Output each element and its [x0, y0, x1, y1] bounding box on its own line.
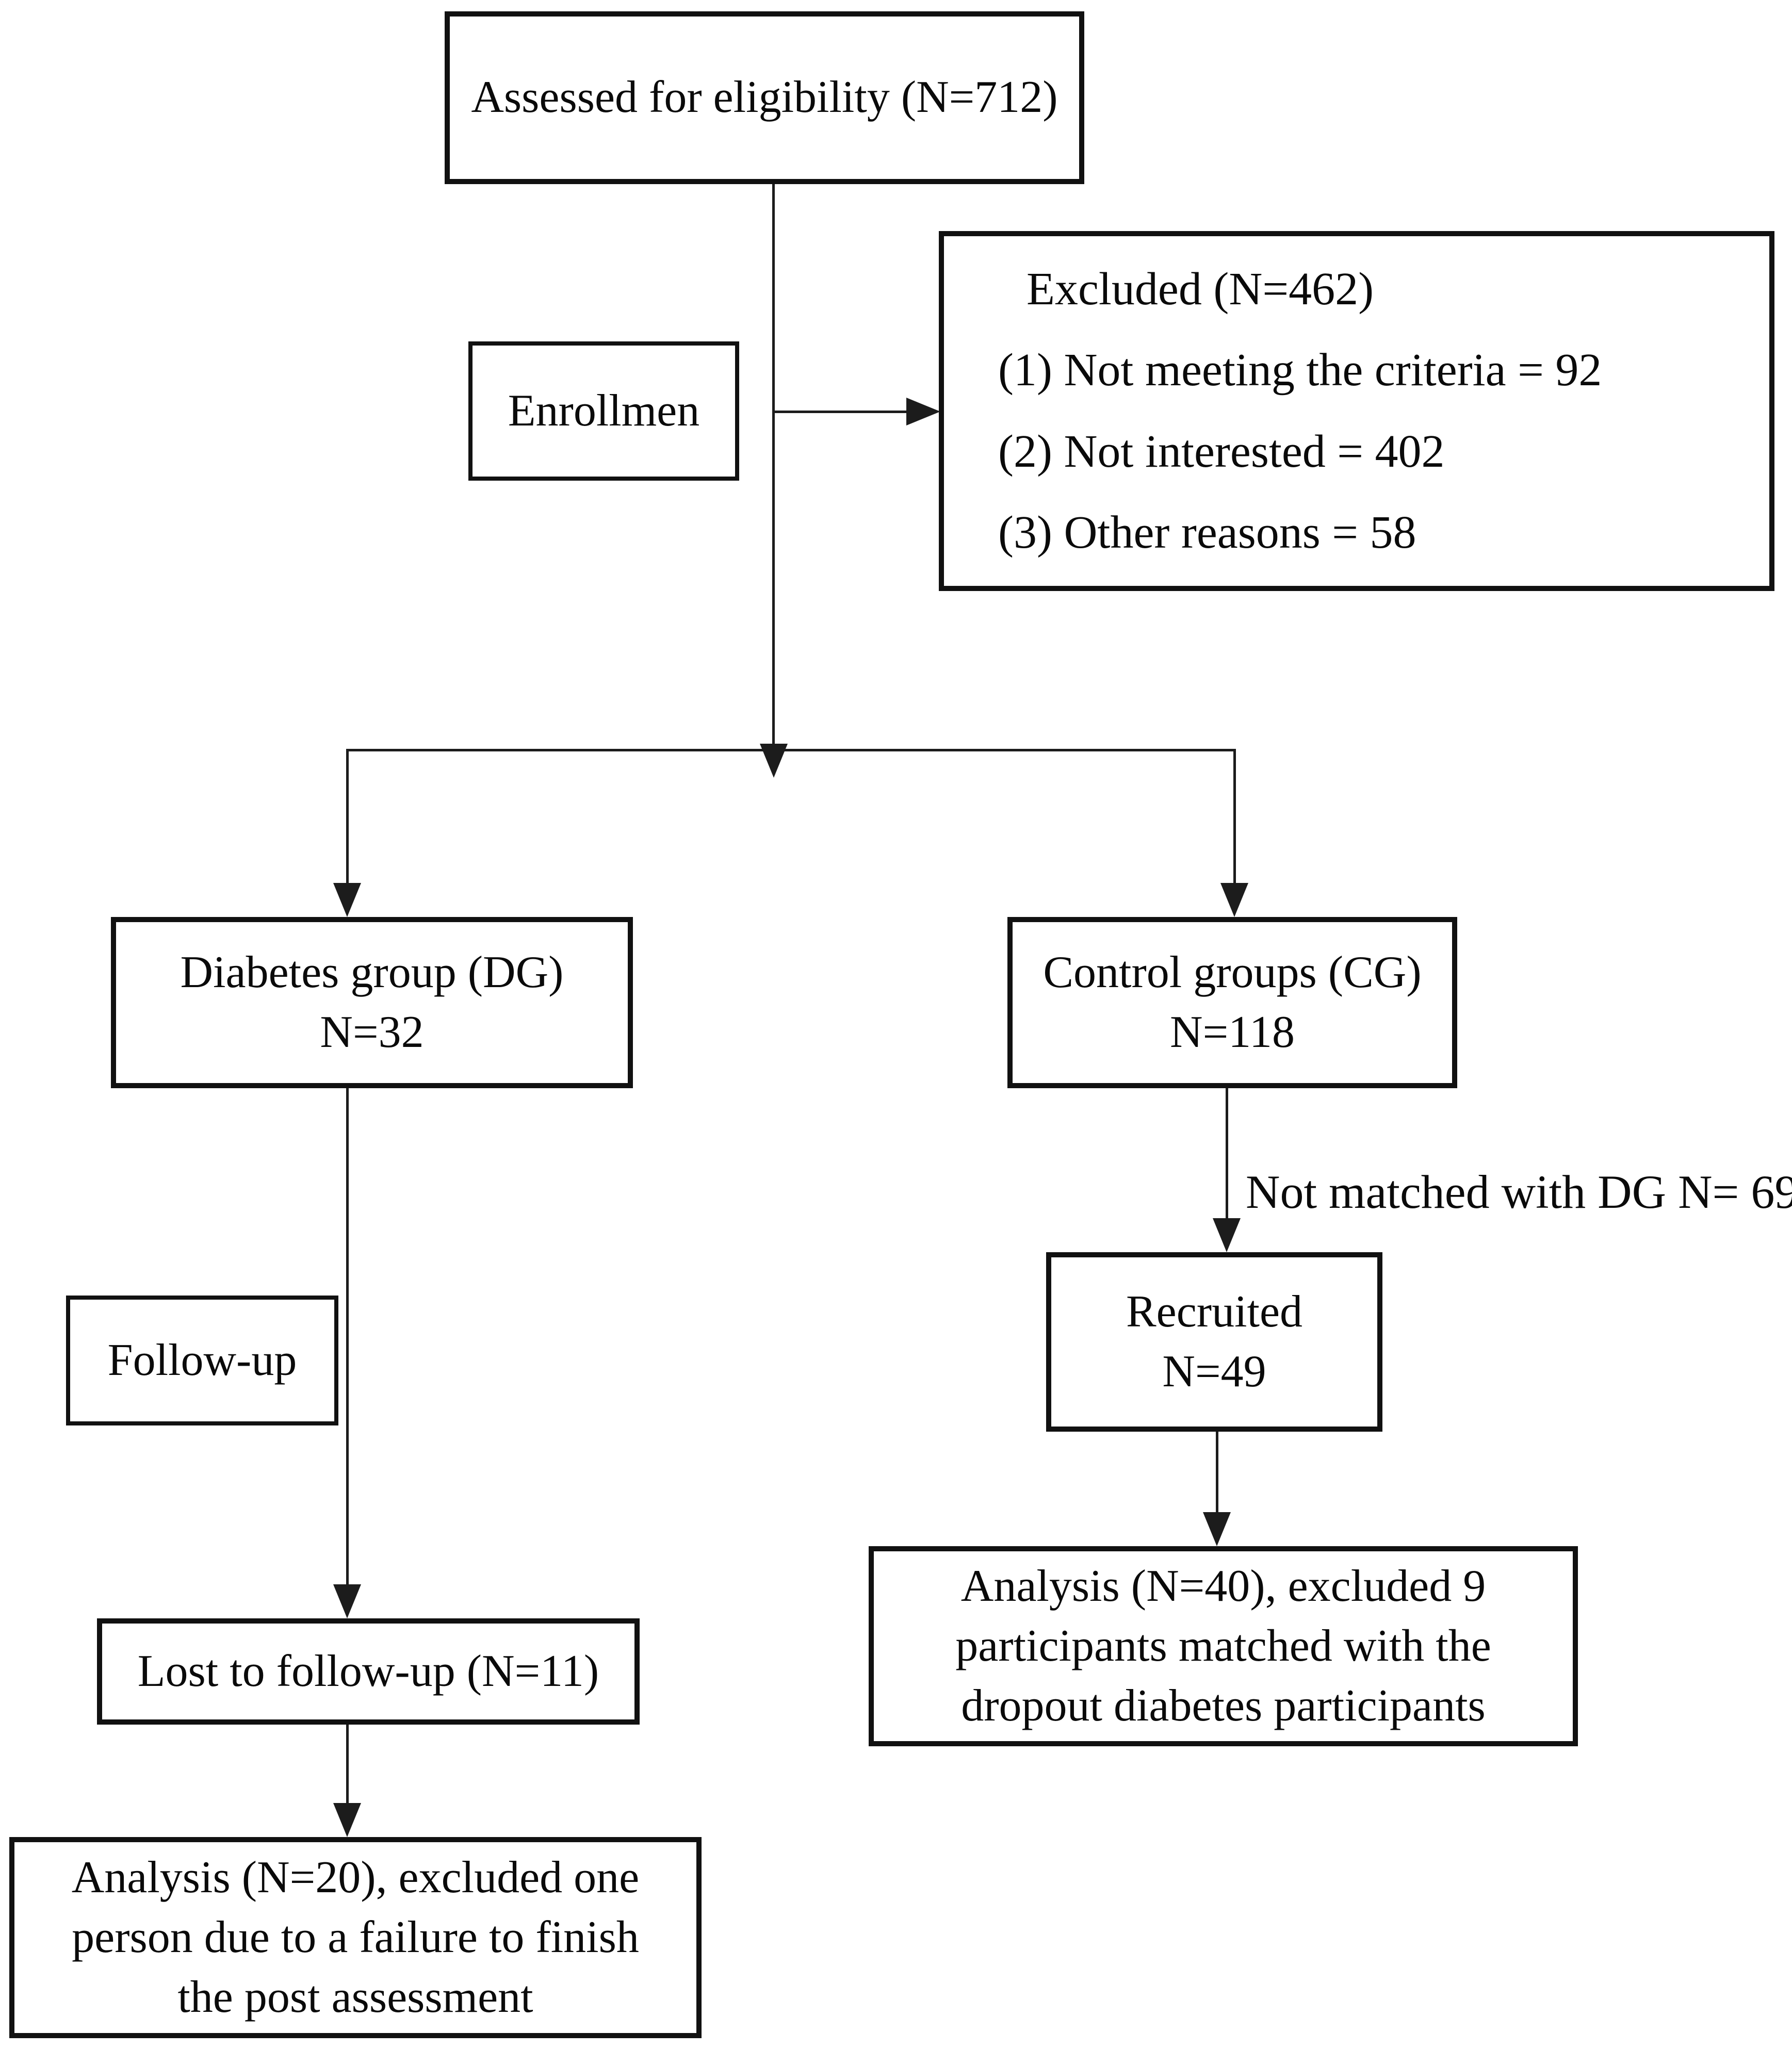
control-group-box: Control groups (CG) N=118	[1007, 917, 1457, 1088]
excluded-item-3: (3) Other reasons = 58	[998, 506, 1416, 558]
arrowhead-branch-middle	[760, 744, 788, 778]
flow-line-lost-vertical	[346, 1725, 349, 1807]
excluded-item-1: (1) Not meeting the criteria = 92	[998, 345, 1602, 396]
arrowhead-into-analysis-cg-box	[1203, 1512, 1231, 1546]
flow-line-recruited-vertical	[1216, 1432, 1218, 1516]
analysis-cg-box: Analysis (N=40), excluded 9 participants…	[869, 1546, 1578, 1746]
arrowhead-into-dg-box	[333, 883, 361, 917]
flow-line-branch-left-vertical	[346, 749, 349, 888]
arrowhead-into-lost-box	[333, 1584, 361, 1618]
analysis-dg-box: Analysis (N=20), excluded one person due…	[9, 1837, 702, 2038]
flow-line-branch-right-vertical	[1233, 749, 1236, 888]
arrowhead-into-analysis-dg-box	[333, 1803, 361, 1837]
excluded-title: Excluded (N=462)	[1027, 264, 1374, 315]
arrowhead-into-recruited-box	[1213, 1218, 1241, 1252]
not-matched-label: Not matched with DG N= 69	[1246, 1166, 1792, 1218]
recruited-box: Recruited N=49	[1046, 1252, 1382, 1432]
follow-up-box: Follow-up	[66, 1296, 338, 1425]
flow-line-cg-vertical	[1226, 1088, 1228, 1222]
arrowhead-into-excluded-box	[906, 398, 940, 425]
flow-line-main-vertical	[772, 184, 775, 750]
excluded-box	[939, 231, 1774, 591]
enrollment-box: Enrollmen	[468, 341, 739, 481]
flow-line-dg-vertical	[346, 1088, 349, 1588]
arrowhead-into-cg-box	[1220, 883, 1248, 917]
flow-line-excluded-horizontal	[775, 411, 911, 413]
excluded-item-2: (2) Not interested = 402	[998, 425, 1445, 477]
lost-to-follow-up-box: Lost to follow-up (N=11)	[97, 1618, 640, 1725]
assessed-eligibility-box: Assessed for eligibility (N=712)	[445, 11, 1084, 184]
excluded-box-content: Excluded (N=462) (1) Not meeting the cri…	[944, 236, 1769, 586]
flow-line-branch-horizontal	[346, 749, 1236, 751]
diabetes-group-box: Diabetes group (DG) N=32	[111, 917, 633, 1088]
